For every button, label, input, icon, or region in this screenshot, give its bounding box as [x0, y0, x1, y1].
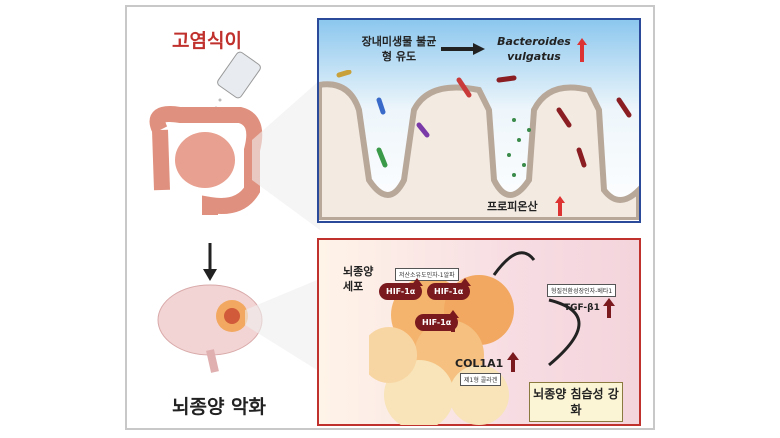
- brain-illustration: [157, 280, 317, 373]
- high-salt-diet-label: 고염식이: [172, 30, 242, 52]
- hif-badge: HIF-1α: [379, 283, 423, 300]
- collagen-korean-label: 제1형 콜라겐: [460, 373, 502, 386]
- bacteria-label: Bacteroides vulgatus: [497, 35, 571, 63]
- figure-frame: [125, 5, 655, 430]
- salt-shaker-icon: [217, 51, 261, 99]
- up-arrow-icon: [577, 38, 587, 62]
- dysbiosis-label: 장내미생물 불균형 유도: [361, 35, 437, 63]
- hif-korean-label: 저산소유도인자-1알파: [395, 268, 459, 281]
- tgf-korean-label: 형질전환성장인자-베타1: [547, 284, 617, 297]
- hif-badge: HIF-1α: [415, 314, 459, 331]
- tumor-worsening-label: 뇌종양 악화: [172, 396, 267, 418]
- tumor-cell-label: 뇌종양 세포: [343, 265, 374, 293]
- propionate-label: 프로피온산: [487, 200, 538, 213]
- hif-badge: HIF-1α: [427, 283, 471, 300]
- intestine-illustration: [149, 51, 320, 230]
- invasiveness-result-box: 뇌종양 침습성 강화: [529, 382, 623, 422]
- right-arrow-icon: [441, 43, 485, 55]
- gut-panel: 장내미생물 불균형 유도 Bacteroides vulgatus 프로피온산: [317, 18, 641, 223]
- tumor-panel: 뇌종양 세포 저산소유도인자-1알파 HIF-1α HIF-1α HIF-1α …: [317, 238, 641, 426]
- tgf-label: TGF-β1: [564, 303, 600, 313]
- intestinal-villi: [319, 70, 639, 220]
- up-arrow-icon: [555, 196, 565, 216]
- up-arrows: [411, 278, 615, 372]
- col1a1-label: COL1A1: [455, 357, 504, 370]
- down-arrow-icon: [203, 243, 217, 281]
